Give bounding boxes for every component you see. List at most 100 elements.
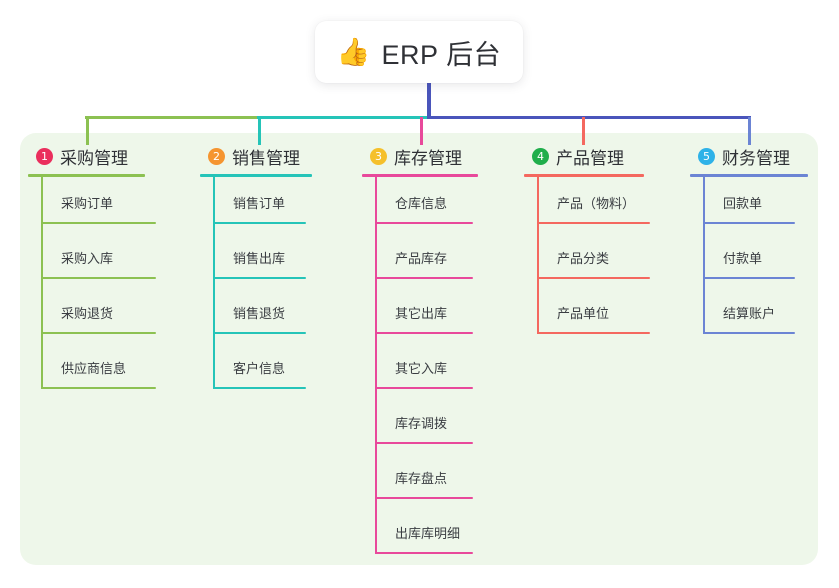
leaf-label: 客户信息 — [233, 361, 286, 376]
leaf-label: 产品库存 — [395, 251, 448, 266]
column-4: 4 产品管理产品（物料） 产品分类产品单位 — [524, 145, 650, 342]
column-title: 库存管理 — [394, 148, 462, 168]
leaf-item[interactable]: 采购订单 — [28, 177, 156, 232]
leaf-item[interactable]: 销售出库 — [200, 232, 312, 287]
leaf-item[interactable]: 销售订单 — [200, 177, 312, 232]
column-header-3[interactable]: 3 库存管理 — [362, 145, 478, 168]
leaf-label: 产品分类 — [557, 251, 610, 266]
leaf-item[interactable]: 库存盘点 — [362, 452, 478, 507]
column-title: 销售管理 — [232, 148, 300, 168]
leaf-spine — [375, 177, 377, 554]
leaf-underline — [537, 332, 650, 334]
leaf-underline — [375, 222, 473, 224]
leaf-underline — [213, 332, 306, 334]
leaf-item[interactable]: 其它入库 — [362, 342, 478, 397]
leaf-underline — [375, 442, 473, 444]
leaf-underline — [537, 277, 650, 279]
column-stem-4 — [582, 117, 585, 145]
leaf-underline — [703, 332, 795, 334]
leaf-item[interactable]: 采购入库 — [28, 232, 156, 287]
leaf-label: 结算账户 — [723, 306, 776, 321]
leaf-item[interactable]: 产品库存 — [362, 232, 478, 287]
column-underline — [362, 174, 478, 177]
number-badge: 5 — [698, 147, 715, 165]
leaf-underline — [213, 222, 306, 224]
leaf-item[interactable]: 销售退货 — [200, 287, 312, 342]
leaf-label: 库存调拨 — [395, 416, 448, 431]
leaf-list: 产品（物料） 产品分类产品单位 — [524, 177, 650, 342]
leaf-label: 库存盘点 — [395, 471, 448, 486]
leaf-list: 采购订单采购入库采购退货供应商信息 — [28, 177, 156, 397]
column-underline — [690, 174, 808, 177]
leaf-label: 产品单位 — [557, 306, 610, 321]
root-trunk-line — [427, 79, 431, 119]
leaf-label: 采购入库 — [61, 251, 114, 266]
column-underline — [524, 174, 644, 177]
leaf-underline — [41, 277, 156, 279]
leaf-item[interactable]: 客户信息 — [200, 342, 312, 397]
leaf-spine — [213, 177, 215, 389]
leaf-item[interactable]: 采购退货 — [28, 287, 156, 342]
leaf-spine — [703, 177, 705, 334]
leaf-item[interactable]: 产品（物料） — [524, 177, 650, 232]
leaf-label: 出库库明细 — [395, 526, 461, 541]
segment-sales — [257, 116, 431, 119]
leaf-item[interactable]: 库存调拨 — [362, 397, 478, 452]
column-underline — [28, 174, 145, 177]
leaf-item[interactable]: 结算账户 — [690, 287, 808, 342]
column-3: 3 库存管理仓库信息产品库存其它出库其它入库库存调拨库存盘点出库库明细 — [362, 145, 478, 562]
leaf-underline — [537, 222, 650, 224]
column-title: 产品管理 — [556, 148, 624, 168]
column-title: 财务管理 — [722, 148, 790, 168]
root-title: ERP 后台 — [381, 39, 502, 70]
leaf-underline — [213, 387, 306, 389]
leaf-label: 销售出库 — [233, 251, 286, 266]
leaf-list: 销售订单销售出库销售退货客户信息 — [200, 177, 312, 397]
leaf-item[interactable]: 出库库明细 — [362, 507, 478, 562]
leaf-item[interactable]: 其它出库 — [362, 287, 478, 342]
leaf-label: 其它入库 — [395, 361, 448, 376]
column-header-4[interactable]: 4 产品管理 — [524, 145, 644, 168]
leaf-label: 销售退货 — [233, 306, 286, 321]
thumbs-up-icon: 👍 — [336, 36, 371, 67]
leaf-underline — [375, 387, 473, 389]
leaf-spine — [537, 177, 539, 334]
leaf-item[interactable]: 回款单 — [690, 177, 808, 232]
number-badge: 4 — [532, 147, 549, 165]
leaf-list: 回款单付款单结算账户 — [690, 177, 808, 342]
column-stem-3 — [420, 117, 423, 145]
column-underline — [200, 174, 312, 177]
leaf-list: 仓库信息产品库存其它出库其它入库库存调拨库存盘点出库库明细 — [362, 177, 478, 562]
leaf-item[interactable]: 仓库信息 — [362, 177, 478, 232]
leaf-underline — [703, 222, 795, 224]
number-badge: 3 — [370, 147, 387, 165]
column-stem-1 — [86, 117, 89, 145]
leaf-item[interactable]: 供应商信息 — [28, 342, 156, 397]
column-stem-5 — [748, 117, 751, 145]
leaf-item[interactable]: 产品分类 — [524, 232, 650, 287]
leaf-label: 付款单 — [723, 251, 763, 266]
segment-purchase — [85, 116, 259, 119]
leaf-label: 其它出库 — [395, 306, 448, 321]
content-panel — [20, 133, 818, 565]
column-5: 5 财务管理回款单付款单结算账户 — [690, 145, 808, 342]
leaf-underline — [375, 277, 473, 279]
root-card[interactable]: 👍 ERP 后台 — [315, 21, 523, 83]
leaf-underline — [375, 552, 473, 554]
leaf-item[interactable]: 产品单位 — [524, 287, 650, 342]
column-title: 采购管理 — [60, 148, 128, 168]
column-header-5[interactable]: 5 财务管理 — [690, 145, 808, 168]
leaf-label: 产品（物料） — [557, 196, 636, 211]
leaf-label: 仓库信息 — [395, 196, 448, 211]
segment-right — [429, 116, 751, 119]
leaf-underline — [41, 222, 156, 224]
leaf-label: 采购退货 — [61, 306, 114, 321]
leaf-underline — [375, 332, 473, 334]
leaf-underline — [41, 387, 156, 389]
leaf-item[interactable]: 付款单 — [690, 232, 808, 287]
